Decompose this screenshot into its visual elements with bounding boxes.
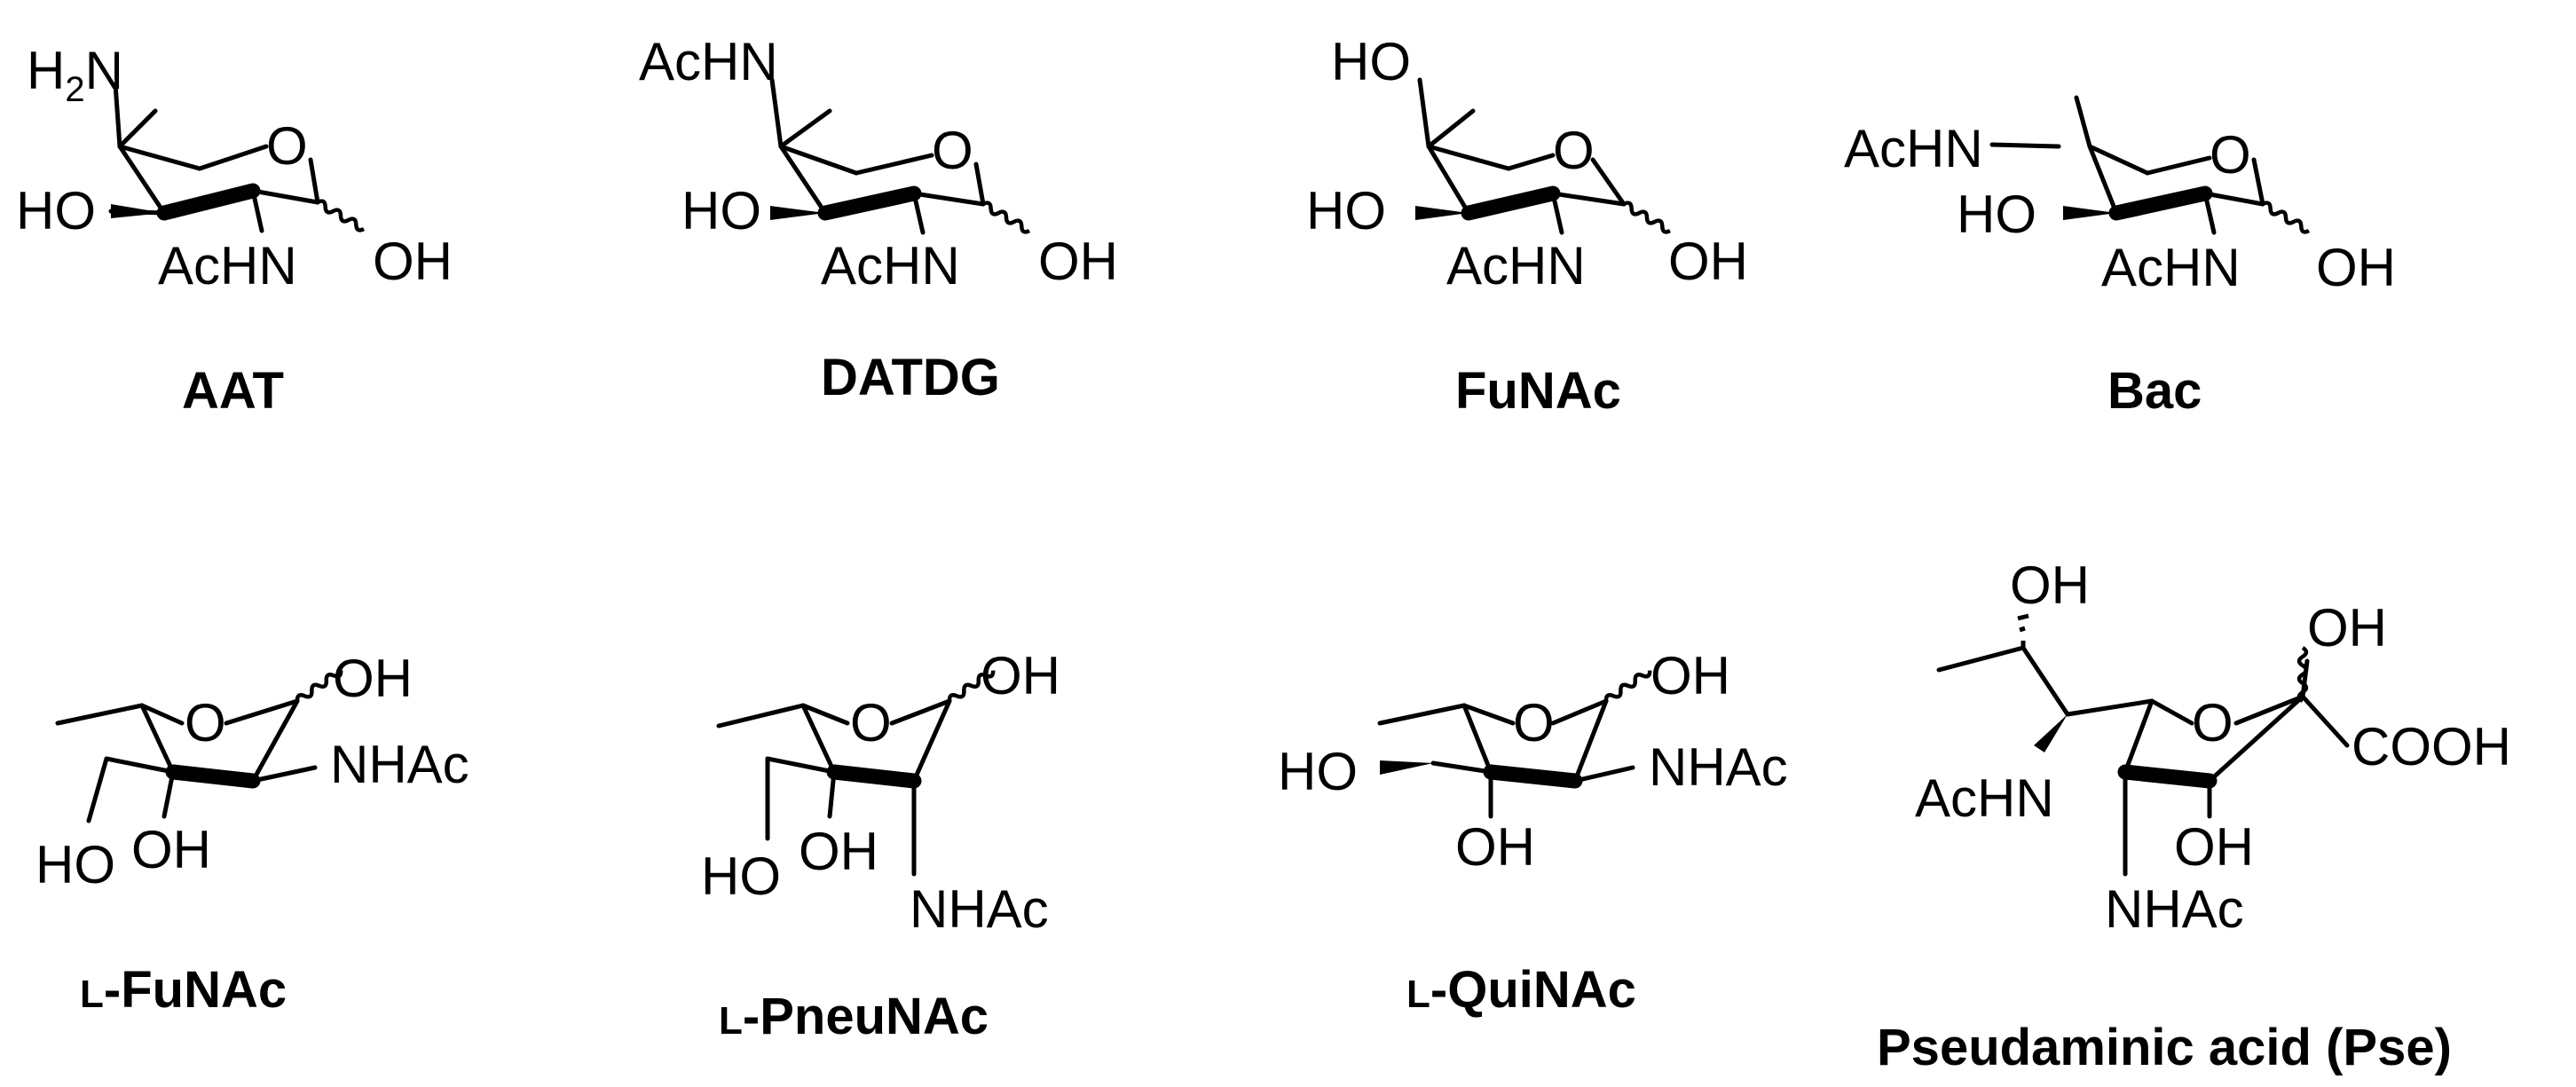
aat-ring-oxygen: O [266,116,308,176]
funac-compound-name: FuNAc [1455,362,1621,420]
aat-amine-label: H2N [27,41,123,109]
l-funac-acetamido-c2: NHAc [330,735,469,794]
aat-bonds [108,82,366,232]
funac-hydroxyl-c3: HO [1306,181,1386,240]
l-funac-compound-name: L-FuNAc [80,961,287,1019]
l-quinac-hydroxyl-c3: OH [1455,817,1535,877]
datdg-hydroxyl-c3: HO [681,181,761,240]
aat-anomeric-hydroxyl: OH [373,232,453,291]
pse-ring-oxygen: O [2192,693,2233,752]
l-funac-bonds [55,667,343,823]
l-funac-ring-oxygen: O [185,693,226,752]
datdg-bonds [769,77,1031,233]
aat-compound-name: AAT [182,362,284,420]
molecule-l-funac: OH O NHAc HO OH L-FuNAc [35,649,469,1019]
l-pneunac-hydroxyl-c3: OH [799,822,878,881]
l-quinac-acetamido-c2: NHAc [1649,737,1788,797]
bac-acetamido-c2: AcHN [2101,238,2241,297]
pse-bonds [1936,613,2350,877]
pse-hydroxyl-ring: OH [2174,817,2254,877]
aat-hydroxyl-c3: HO [16,181,96,240]
funac-bonds [1415,77,1672,233]
l-funac-hydroxyl-c3: OH [131,820,211,879]
datdg-acetamido-c4: AcHN [639,32,778,91]
l-pneunac-acetamido-c2: NHAc [910,879,1049,939]
l-quinac-bonds [1377,667,1651,819]
pse-anomeric-hydroxyl: OH [2307,598,2387,658]
pse-acetamido-ring: NHAc [2105,879,2244,939]
molecule-datdg: AcHN O HO AcHN OH DATDG [639,32,1118,406]
datdg-anomeric-hydroxyl: OH [1038,232,1118,291]
bac-hydroxyl-c3: HO [1957,185,2036,244]
molecule-l-quinac: OH O HO NHAc OH L-QuiNAc [1278,646,1788,1019]
l-funac-anomeric-hydroxyl: OH [333,649,413,708]
l-quinac-anomeric-hydroxyl: OH [1650,646,1730,705]
l-quinac-ring-oxygen: O [1513,693,1555,752]
aat-acetamido-c2: AcHN [158,236,297,295]
molecule-pse: OH OH O COOH AcHN OH NHAc Pseudaminic ac… [1877,555,2511,1076]
l-quinac-compound-name: L-QuiNAc [1406,961,1636,1019]
pse-side-hydroxyl: OH [2010,555,2090,615]
l-pneunac-compound-name: L-PneuNAc [719,988,989,1045]
bac-acetamido-c4: AcHN [1844,119,1983,178]
funac-ring-oxygen: O [1553,121,1595,180]
pse-compound-name: Pseudaminic acid (Pse) [1877,1019,2452,1076]
datdg-compound-name: DATDG [821,349,1000,406]
datdg-acetamido-c2: AcHN [821,236,960,295]
funac-anomeric-hydroxyl: OH [1668,232,1748,291]
l-pneunac-bonds [716,667,995,877]
l-pneunac-anomeric-hydroxyl: OH [981,646,1060,705]
funac-hydroxyl-c4: HO [1331,32,1411,91]
molecule-aat: H2N O HO AcHN OH AAT [16,41,453,420]
bac-anomeric-hydroxyl: OH [2316,238,2396,297]
datdg-ring-oxygen: O [932,121,973,180]
l-pneunac-ring-oxygen: O [850,693,892,752]
bac-compound-name: Bac [2107,362,2202,420]
bac-bonds [1989,95,2311,233]
funac-acetamido-c2: AcHN [1446,236,1586,295]
pse-carboxyl: COOH [2351,717,2511,776]
l-quinac-hydroxyl-c4: HO [1278,742,1358,801]
l-pneunac-hydroxyl-c4: HO [701,847,781,906]
pse-acetamido-side: AcHN [1915,768,2054,828]
l-funac-hydroxyl-c4: HO [35,835,115,894]
molecule-bac: AcHN O HO AcHN OH Bac [1844,95,2396,420]
molecule-l-pneunac: OH O HO OH NHAc L-PneuNAc [701,646,1060,1045]
molecule-funac: HO O HO AcHN OH FuNAc [1306,32,1748,420]
bac-ring-oxygen: O [2210,125,2251,185]
